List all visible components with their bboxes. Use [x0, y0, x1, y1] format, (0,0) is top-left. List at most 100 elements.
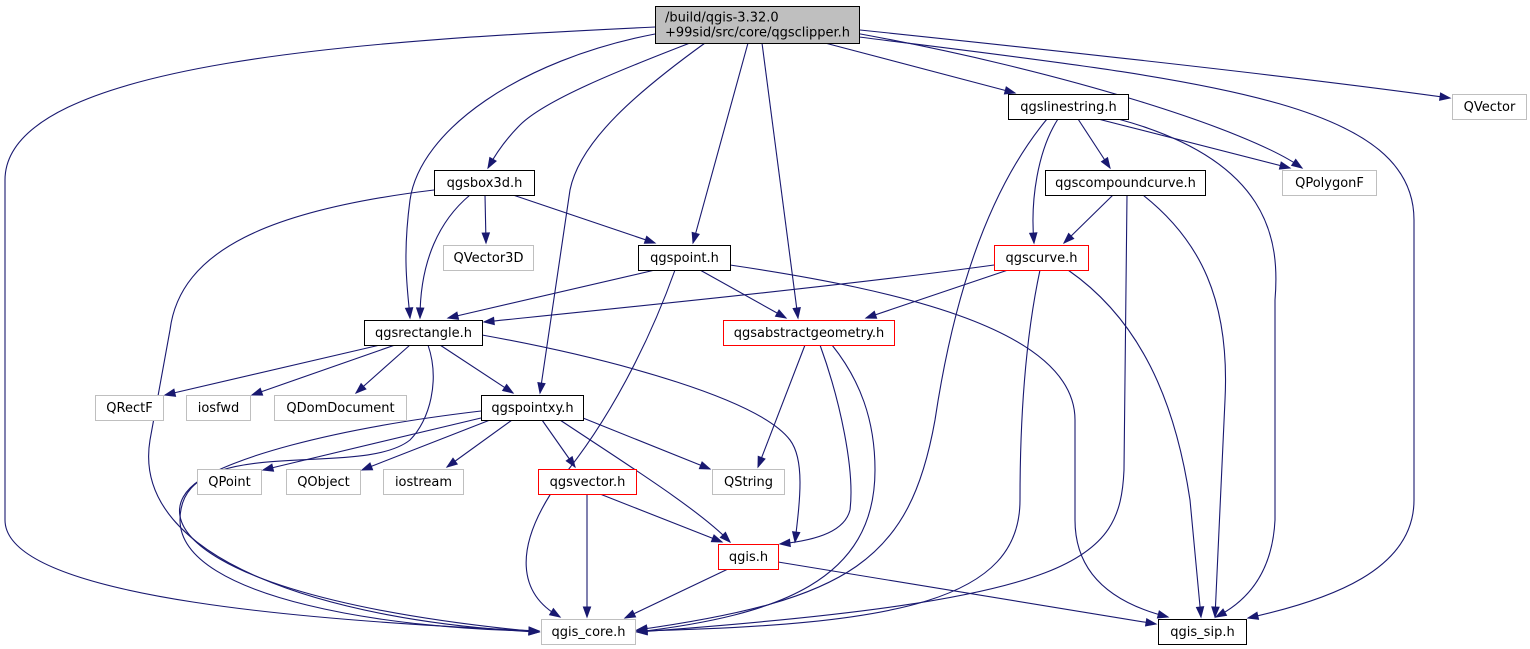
node-qpolygonf: QPolygonF — [1282, 170, 1377, 196]
node-label: qgsabstractgeometry.h — [734, 326, 884, 341]
edge-qgsbox3d-to-qgspoint — [512, 194, 657, 244]
edge-root-to-qvector — [859, 29, 1452, 101]
edge-qgspointxy-to-qgsvector — [541, 419, 576, 469]
node-box — [197, 469, 262, 495]
node-box — [1008, 94, 1129, 120]
edge-arrowhead — [1278, 161, 1292, 170]
edge-line — [512, 194, 656, 244]
node-qgsrectangle[interactable]: qgsrectangle.h — [364, 320, 483, 346]
edge-line — [854, 32, 1303, 169]
edge-qgspoint-to-qgis_core — [525, 269, 676, 618]
edge-line — [447, 269, 656, 319]
node-label: QPoint — [208, 475, 251, 490]
edge-line — [858, 36, 1415, 619]
edge-qgscompoundcurve-to-qgis_sip — [1142, 194, 1227, 619]
edge-arrowhead — [163, 388, 177, 397]
node-label: qgis_sip.h — [1170, 625, 1234, 640]
node-label: +99sid/src/core/qgsclipper.h — [665, 26, 850, 41]
edge-qgscurve-to-qgsabstractgeometry — [864, 269, 1009, 319]
edge-qgspointxy-to-qgis_core — [178, 410, 541, 636]
edge-root-to-qgspoint — [691, 42, 749, 245]
node-label: QVector — [1464, 100, 1516, 115]
edge-qgspoint-to-qgsabstractgeometry — [699, 269, 788, 319]
edge-root-to-qgis_core — [4, 26, 656, 635]
node-label: qgsvector.h — [550, 475, 626, 490]
node-qstring: QString — [712, 469, 785, 495]
edge-qgspointxy-to-qstring — [582, 417, 712, 470]
node-label: QPolygonF — [1295, 176, 1364, 191]
edge-arrowhead — [582, 606, 592, 619]
node-label: qgsbox3d.h — [447, 176, 523, 191]
edge-arrowhead — [643, 235, 657, 244]
node-qgspointxy[interactable]: qgspointxy.h — [481, 395, 584, 421]
edge-arrowhead — [565, 455, 576, 469]
edge-qgsrectangle-to-qdomdocument — [354, 344, 411, 394]
edge-qgspoint-to-qgis_sip — [729, 264, 1170, 619]
edge-arrowhead — [1214, 608, 1228, 618]
edge-line — [779, 344, 852, 545]
node-qgsvector[interactable]: qgsvector.h — [538, 469, 637, 495]
edge-qgsabstractgeometry-to-qstring — [757, 344, 806, 469]
edge-arrowhead — [691, 231, 700, 245]
node-qdomdocument: QDomDocument — [274, 395, 407, 421]
node-qrectf: QRectF — [95, 395, 164, 421]
node-box — [712, 469, 785, 495]
edge-arrowhead — [528, 626, 541, 636]
edge-line — [487, 42, 691, 169]
node-qgis-sip[interactable]: qgis_sip.h — [1158, 619, 1247, 645]
edge-qgsrectangle-to-iosfwd — [250, 344, 396, 396]
node-label: QObject — [297, 475, 350, 490]
edge-arrowhead — [792, 307, 801, 320]
node-label: qgscurve.h — [1005, 251, 1077, 266]
node-label: QString — [724, 475, 773, 490]
node-qgis[interactable]: qgis.h — [718, 544, 779, 570]
edge-arrowhead — [548, 607, 562, 618]
node-qgslinestring[interactable]: qgslinestring.h — [1008, 94, 1129, 120]
edge-line — [757, 344, 806, 468]
node-box — [481, 395, 584, 421]
edge-qgspoint-to-qgsrectangle — [446, 269, 656, 320]
node-box — [638, 245, 731, 271]
node-qgscurve[interactable]: qgscurve.h — [994, 245, 1089, 271]
node-box — [655, 6, 860, 44]
edge-arrowhead — [1062, 232, 1075, 245]
node-root[interactable]: /build/qgis-3.32.0+99sid/src/core/qgscli… — [655, 6, 860, 44]
node-qgsabstractgeometry[interactable]: qgsabstractgeometry.h — [723, 320, 895, 346]
node-box — [95, 395, 164, 421]
node-label: iostream — [395, 475, 452, 490]
edge-qgslinestring-to-qgscurve — [1028, 118, 1059, 245]
edge-qgscurve-to-qgis_sip — [1067, 269, 1205, 619]
edge-qgsrectangle-to-qrectf — [163, 344, 381, 397]
edge-arrowhead — [778, 538, 791, 548]
node-label: qgis.h — [729, 550, 768, 565]
node-box — [364, 320, 483, 346]
edge-line — [446, 419, 513, 468]
edge-arrowhead — [446, 311, 460, 320]
edge-root-to-qgis_sip — [858, 36, 1415, 620]
node-label: QDomDocument — [286, 401, 394, 416]
node-qgsbox3d[interactable]: qgsbox3d.h — [434, 170, 535, 196]
node-box — [186, 395, 251, 421]
edge-arrowhead — [445, 457, 459, 468]
edge-arrowhead — [1144, 618, 1158, 627]
edge-root-to-qgspointxy — [537, 42, 706, 395]
edge-line — [361, 419, 491, 471]
node-label: qgspoint.h — [650, 251, 719, 266]
node-qgis-core: qgis_core.h — [541, 619, 636, 645]
edge-line — [525, 269, 676, 618]
node-qgscompoundcurve[interactable]: qgscompoundcurve.h — [1045, 170, 1206, 196]
edge-line — [865, 269, 1009, 319]
node-box — [443, 245, 534, 271]
edge-qgscompoundcurve-to-qgscurve — [1062, 194, 1114, 245]
edge-arrowhead — [1028, 232, 1038, 245]
node-qgspoint[interactable]: qgspoint.h — [638, 245, 731, 271]
edge-qgsabstractgeometry-to-qgis_core — [635, 344, 876, 636]
edge-arrowhead — [864, 310, 878, 319]
edge-arrowhead — [774, 309, 788, 319]
edge-arrowhead — [1195, 606, 1205, 619]
edge-arrowhead — [1003, 86, 1017, 95]
edge-arrowhead — [501, 383, 515, 394]
edge-root-to-qpolygonf — [854, 32, 1304, 169]
edge-qgsvector-to-qgis — [599, 493, 724, 543]
